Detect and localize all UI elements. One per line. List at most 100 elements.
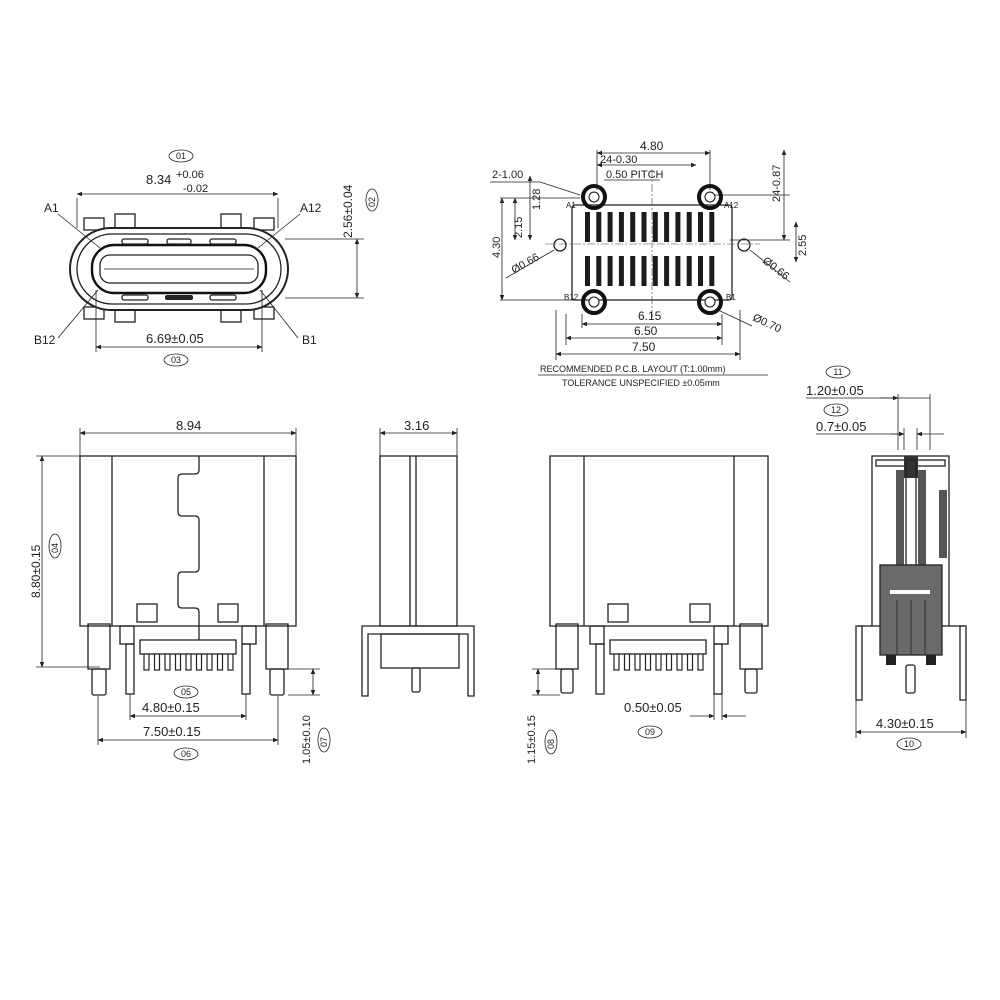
callout-10: 10 bbox=[904, 739, 914, 749]
dim-650: 6.50 bbox=[634, 324, 658, 338]
section-dim-12: 0.7±0.05 bbox=[816, 419, 867, 434]
pad-top bbox=[652, 212, 658, 242]
dim-24-030: 24-0.30 bbox=[600, 154, 637, 166]
section-dim-11: 1.20±0.05 bbox=[806, 383, 864, 398]
top-view: 01 8.34 +0.06 -0.02 A1 A12 B12 B1 bbox=[34, 149, 379, 367]
width-nominal: 8.34 bbox=[146, 172, 171, 187]
note-layout: RECOMMENDED P.C.B. LAYOUT (T:1.00mm) bbox=[540, 364, 726, 374]
callout-05: 05 bbox=[181, 687, 191, 697]
pin bbox=[655, 653, 662, 671]
pad-top bbox=[709, 212, 715, 242]
pitch: 0.50 PITCH bbox=[606, 169, 664, 181]
callout-06: 06 bbox=[181, 749, 191, 759]
callout-04: 04 bbox=[50, 543, 60, 553]
pin bbox=[686, 653, 694, 671]
pad-bottom bbox=[596, 256, 602, 286]
opening-dim: 6.69±0.05 bbox=[146, 331, 204, 346]
label-b12: B12 bbox=[34, 333, 56, 347]
callout-03: 03 bbox=[171, 355, 181, 365]
callout-12: 12 bbox=[831, 405, 841, 415]
pin bbox=[153, 653, 161, 671]
pin bbox=[143, 653, 150, 671]
pin-b1: B1 bbox=[726, 293, 736, 302]
dim-2-100: 2-1.00 bbox=[492, 169, 523, 181]
callout-09: 09 bbox=[645, 727, 655, 737]
pad-bottom bbox=[585, 256, 590, 286]
callout-02: 02 bbox=[367, 197, 377, 207]
pad-bottom bbox=[630, 256, 636, 286]
pin bbox=[174, 653, 182, 671]
pad-bottom bbox=[675, 256, 681, 286]
dim-430: 4.30 bbox=[491, 237, 503, 258]
pin bbox=[634, 653, 641, 671]
pin bbox=[164, 653, 171, 671]
callout-01: 01 bbox=[176, 151, 186, 161]
pin bbox=[676, 653, 683, 671]
width-tol-minus: -0.02 bbox=[183, 183, 208, 195]
rear-view: 1.15±0.15 08 0.50±0.05 09 bbox=[526, 455, 769, 764]
hole-left: Ø0.66 bbox=[510, 251, 542, 276]
pad-top bbox=[630, 212, 636, 242]
pad-bottom bbox=[686, 256, 692, 286]
pad-top bbox=[698, 212, 703, 242]
dim-480: 4.80 bbox=[640, 139, 664, 153]
pin bbox=[644, 653, 652, 671]
pin-a1: A1 bbox=[566, 201, 576, 210]
pin bbox=[195, 653, 203, 671]
label-a12: A12 bbox=[300, 201, 322, 215]
pad-bottom bbox=[698, 256, 703, 286]
callout-07: 07 bbox=[319, 737, 329, 747]
pad-top bbox=[675, 212, 681, 242]
front-view: 8.94 8.80±0.15 04 05 4.80±0.15 bbox=[29, 418, 331, 764]
pin bbox=[185, 653, 192, 671]
pin bbox=[665, 653, 673, 671]
pad-top bbox=[686, 212, 692, 242]
pin-a12: A12 bbox=[724, 201, 739, 210]
label-b1: B1 bbox=[302, 333, 317, 347]
rear-pitch-dim: 0.50±0.05 bbox=[624, 700, 682, 715]
pin bbox=[697, 653, 704, 671]
note-tolerance: TOLERANCE UNSPECIFIED ±0.05mm bbox=[562, 378, 720, 388]
pin bbox=[206, 653, 213, 671]
label-a1: A1 bbox=[44, 201, 59, 215]
pin bbox=[623, 653, 631, 671]
pad-bottom bbox=[641, 256, 647, 286]
dim-215: 2.15 bbox=[513, 217, 525, 238]
side-width-dim: 3.16 bbox=[404, 418, 429, 433]
pad-bottom bbox=[709, 256, 715, 286]
width-tol-plus: +0.06 bbox=[176, 169, 204, 181]
pin bbox=[227, 653, 234, 671]
dim-615: 6.15 bbox=[638, 309, 662, 323]
section-width-dim: 4.30±0.15 bbox=[876, 716, 934, 731]
height-dim: 2.56±0.04 bbox=[341, 184, 355, 238]
dim-128: 1.28 bbox=[531, 189, 543, 210]
dim-255: 2.55 bbox=[797, 235, 809, 256]
pad-bottom bbox=[664, 256, 670, 286]
pin-b12: B12 bbox=[564, 293, 579, 302]
pad-top bbox=[641, 212, 647, 242]
front-width-dim: 8.94 bbox=[176, 418, 201, 433]
front-leg-dim: 1.05±0.10 bbox=[301, 715, 313, 764]
pad-bottom bbox=[652, 256, 658, 286]
pin bbox=[216, 653, 224, 671]
pad-top bbox=[618, 212, 624, 242]
front-height-dim: 8.80±0.15 bbox=[29, 544, 43, 598]
pad-top bbox=[664, 212, 670, 242]
callout-08: 08 bbox=[546, 739, 556, 749]
pad-top bbox=[596, 212, 602, 242]
pad-top bbox=[585, 212, 590, 242]
dim-24-087: 24-0.87 bbox=[771, 165, 783, 202]
side-view: 3.16 bbox=[361, 418, 475, 697]
section-view: 11 1.20±0.05 12 0.7±0.05 bbox=[806, 365, 967, 751]
pad-bottom bbox=[607, 256, 613, 286]
dim-750: 7.50 bbox=[632, 340, 656, 354]
pcb-layout: 4.80 24-0.30 0.50 PITCH 2-1.00 1.28 2.15… bbox=[490, 139, 809, 388]
hole-right: Ø0.66 bbox=[760, 255, 791, 283]
callout-11: 11 bbox=[833, 367, 842, 377]
pad-bottom bbox=[618, 256, 624, 286]
pin bbox=[613, 653, 620, 671]
hole-bottom: Ø0.70 bbox=[751, 312, 783, 336]
front-outer-dim: 7.50±0.15 bbox=[143, 724, 201, 739]
front-pins-dim: 4.80±0.15 bbox=[142, 700, 200, 715]
